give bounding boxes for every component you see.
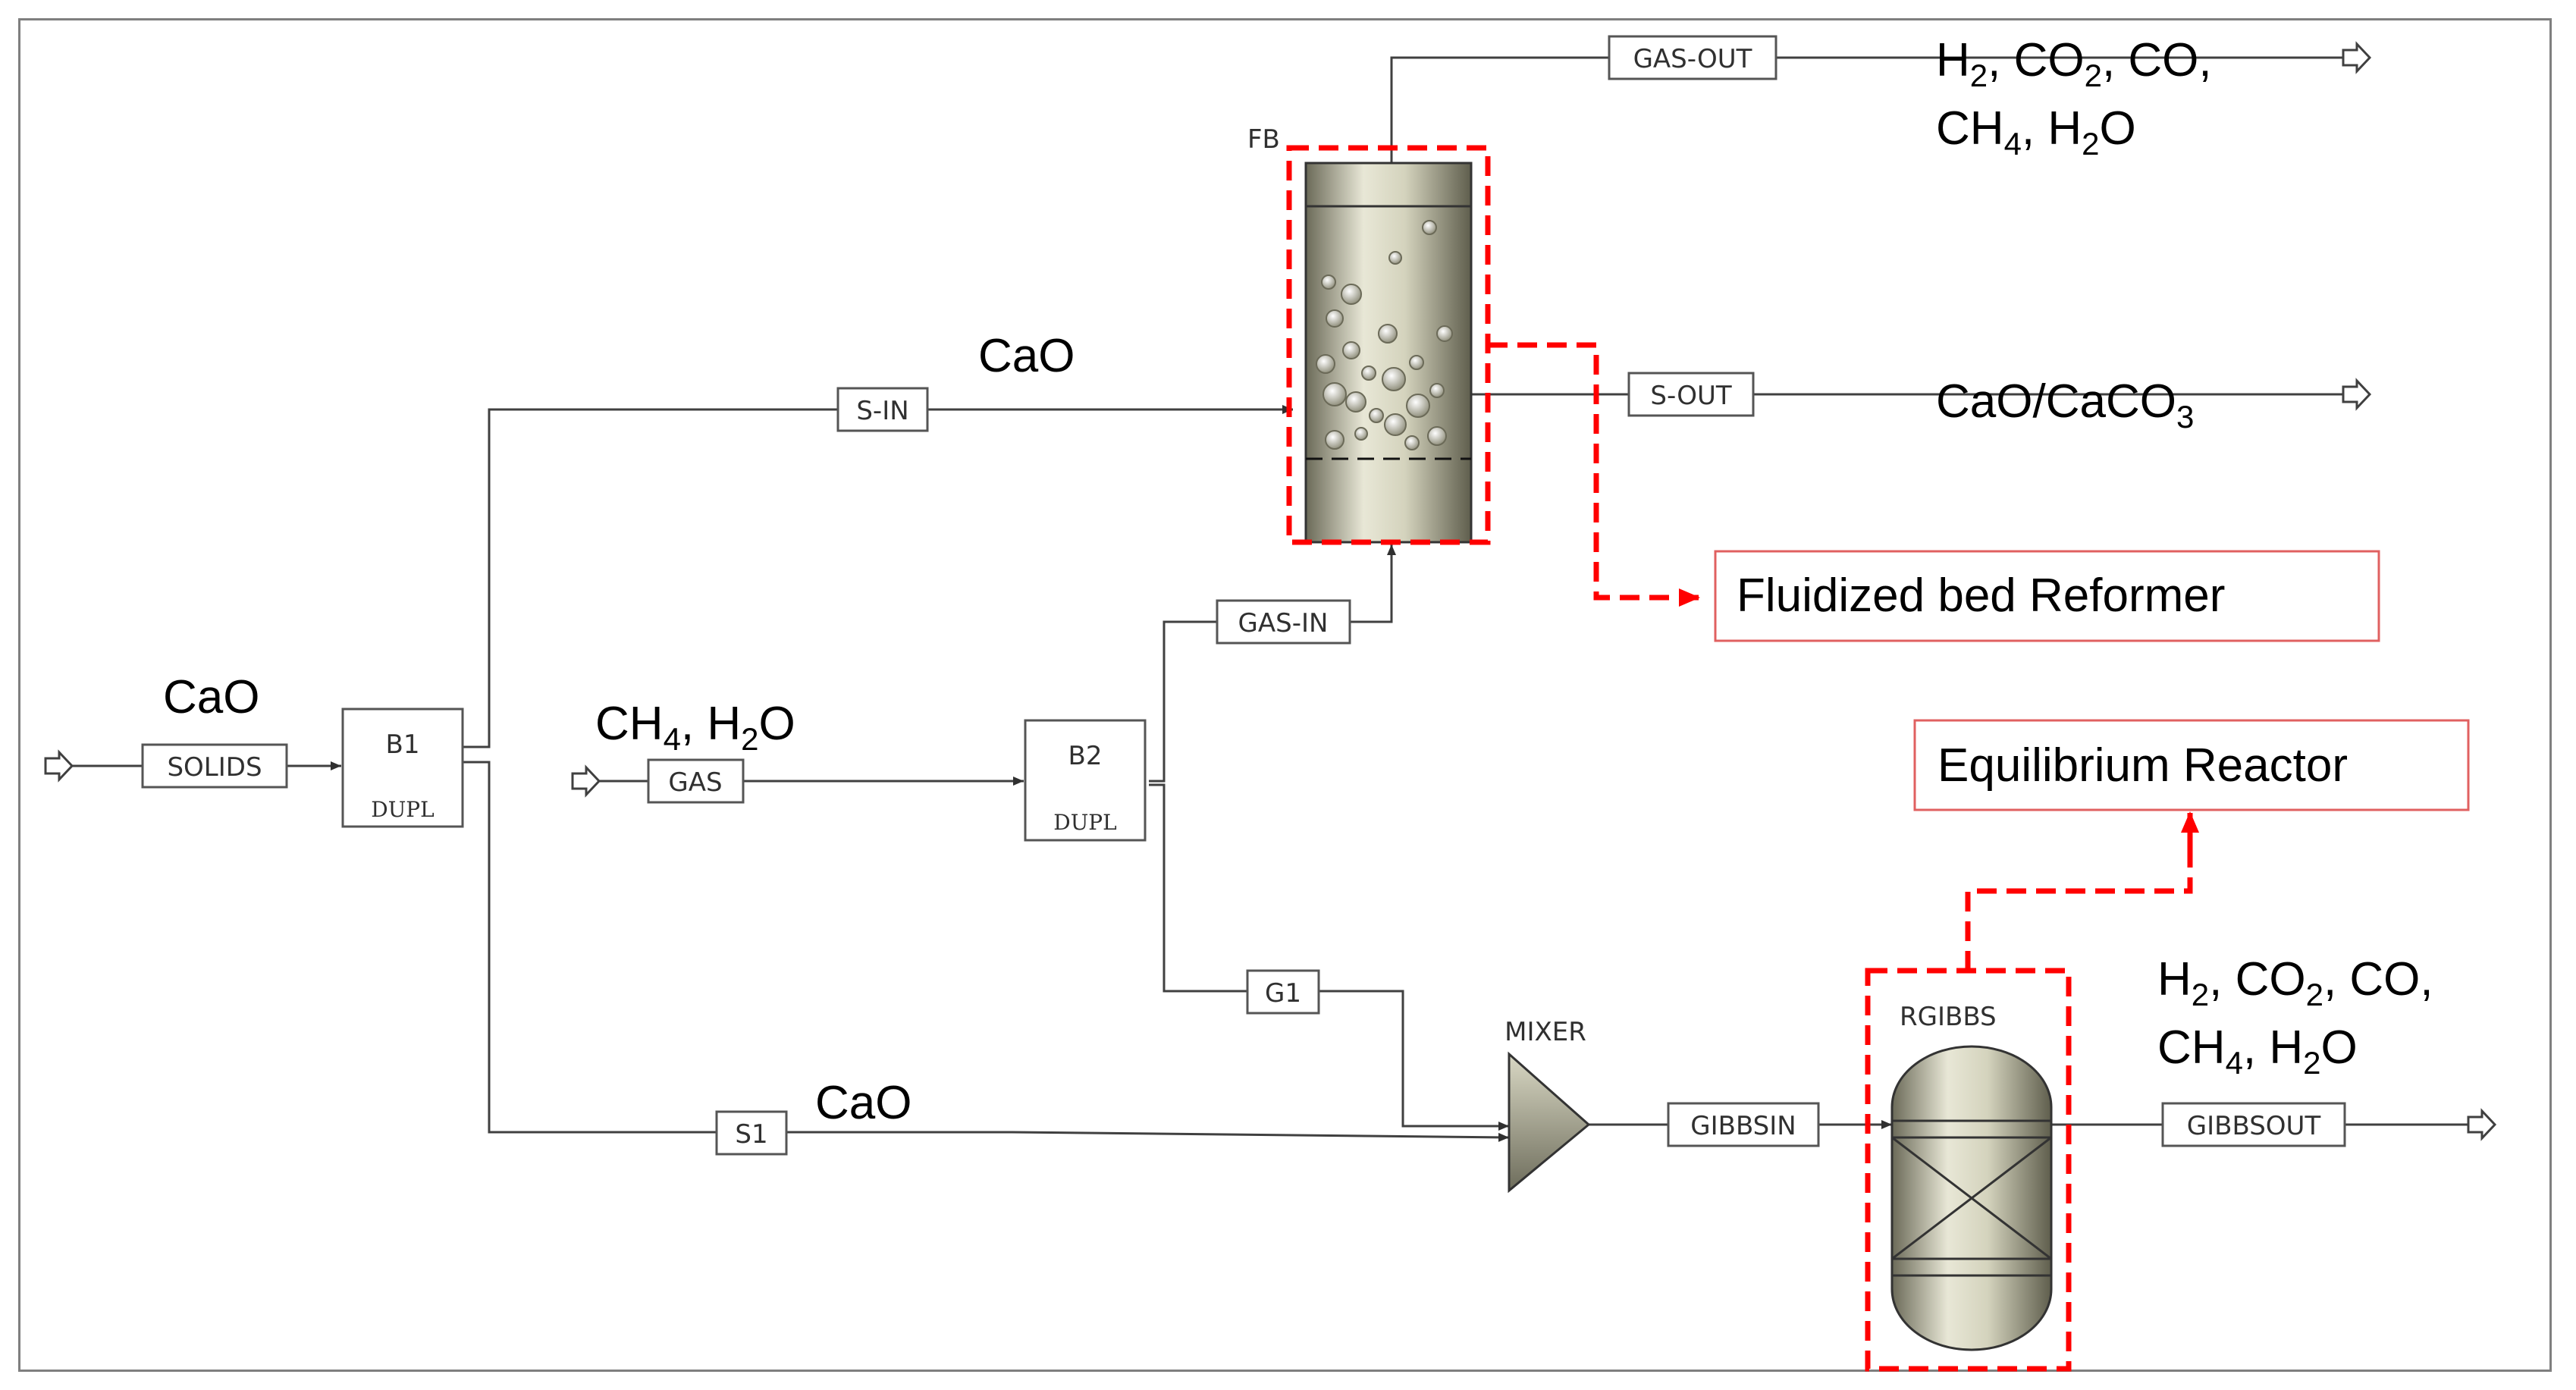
gas-out-line bbox=[1390, 56, 2343, 163]
solids-stream-box bbox=[141, 743, 288, 789]
label-cao-s1: CaO bbox=[815, 1077, 911, 1129]
gibbsout-stream-label: GIBBSOUT bbox=[2187, 1111, 2321, 1141]
block-b1-name: B1 bbox=[386, 730, 420, 760]
s-out-stream-box bbox=[1627, 372, 1755, 417]
label-gas-out-line1: H2, CO2, CO, bbox=[1936, 34, 2212, 93]
label-gas-feed: CH4, H2O bbox=[595, 698, 795, 757]
gas-in-stream-box bbox=[1216, 599, 1351, 645]
gas-in-stream-label: GAS-IN bbox=[1238, 608, 1329, 639]
gibbsin-stream-box bbox=[1667, 1102, 1820, 1147]
callout-fluidized-bed-text: Fluidized bed Reformer bbox=[1737, 569, 2225, 622]
s1-stream-label: S1 bbox=[735, 1119, 767, 1150]
block-rgibbs-name: RGIBBS bbox=[1900, 1002, 1997, 1032]
block-fb[interactable]: FB bbox=[1247, 124, 1473, 544]
diagram-frame bbox=[18, 18, 2552, 1372]
gas-out-arrow-icon bbox=[2342, 41, 2372, 74]
callout-fluidized-bed: Fluidized bed Reformer bbox=[1714, 550, 2380, 642]
label-gibbs-out-line2: CH4, H2O bbox=[2157, 1021, 2358, 1081]
callout-equilibrium-reactor-text: Equilibrium Reactor bbox=[1937, 739, 2348, 792]
block-rgibbs[interactable]: RGIBBS bbox=[1890, 1002, 2053, 1351]
s-in-stream-label: S-IN bbox=[856, 396, 908, 426]
solids-inlet-arrow-icon bbox=[44, 749, 74, 783]
gas-stream-label: GAS bbox=[668, 767, 722, 798]
g1-stream-label: G1 bbox=[1265, 978, 1301, 1009]
rgibbs-highlight bbox=[1865, 811, 2199, 1372]
gas-in-line bbox=[1149, 544, 1396, 783]
s1-stream-box bbox=[715, 1110, 788, 1156]
callout-equilibrium-reactor: Equilibrium Reactor bbox=[1913, 719, 2470, 811]
block-mixer[interactable]: MIXER bbox=[1504, 1017, 1591, 1194]
stream-label-boxes bbox=[141, 35, 2346, 1156]
fb-highlight bbox=[1286, 145, 1700, 607]
port-arrows bbox=[44, 41, 2497, 1141]
label-solids-out: CaO/CaCO3 bbox=[1936, 375, 2194, 435]
gibbsout-stream-box bbox=[2161, 1102, 2346, 1147]
gas-stream-box bbox=[647, 758, 745, 804]
s-out-stream-label: S-OUT bbox=[1650, 381, 1731, 411]
stream-label-texts: SOLIDS S-IN GAS-OUT S-OUT GAS GAS-IN G1 … bbox=[167, 44, 2320, 1150]
label-cao-s-in: CaO bbox=[978, 330, 1075, 382]
s-in-line bbox=[463, 405, 1293, 748]
label-gibbs-out-line1: H2, CO2, CO, bbox=[2157, 953, 2433, 1012]
block-b2-name: B2 bbox=[1068, 741, 1103, 771]
label-gas-out-line2: CH4, H2O bbox=[1936, 102, 2136, 162]
s-out-arrow-icon bbox=[2342, 378, 2372, 411]
g1-line bbox=[1149, 783, 1509, 1131]
label-cao-feed: CaO bbox=[163, 671, 259, 723]
solids-stream-label: SOLIDS bbox=[167, 752, 262, 783]
gas-out-stream-box bbox=[1608, 35, 1777, 80]
block-b1-type: DUPL bbox=[371, 797, 434, 822]
block-fb-name: FB bbox=[1247, 124, 1280, 155]
block-b2[interactable]: B2 DUPL bbox=[1024, 719, 1147, 842]
gibbsout-arrow-icon bbox=[2467, 1108, 2497, 1141]
s1-line bbox=[463, 761, 1510, 1142]
s-in-stream-box bbox=[836, 387, 929, 432]
block-mixer-name: MIXER bbox=[1504, 1017, 1586, 1047]
gas-out-stream-label: GAS-OUT bbox=[1633, 44, 1752, 74]
gibbsin-stream-label: GIBBSIN bbox=[1690, 1111, 1796, 1141]
block-b1[interactable]: B1 DUPL bbox=[341, 708, 464, 828]
block-b2-type: DUPL bbox=[1053, 810, 1116, 835]
bubbles-icon bbox=[1316, 220, 1453, 450]
g1-stream-box bbox=[1246, 969, 1320, 1015]
gas-inlet-arrow-icon bbox=[571, 764, 601, 798]
